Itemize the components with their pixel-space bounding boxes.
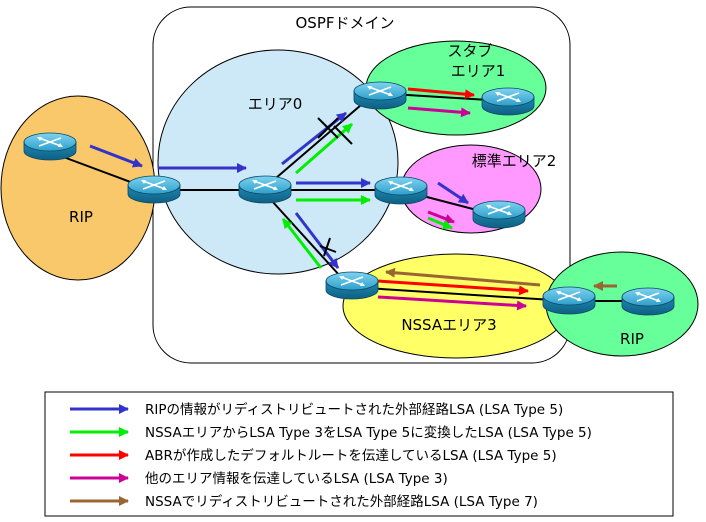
legend-text: 他のエリア情報を伝達しているLSA (LSA Type 3) xyxy=(145,471,448,487)
arrow-red-nssa xyxy=(377,279,529,296)
legend-item-blue: RIPの情報がリディストリビュートされた外部経路LSA (LSA Type 5) xyxy=(70,401,563,418)
legend-item-red: ABRが作成したデフォルトルートを伝達しているLSA (LSA Type 5) xyxy=(70,447,557,464)
legend: RIPの情報がリディストリビュートされた外部経路LSA (LSA Type 5)… xyxy=(70,401,592,510)
area0-label: エリア0 xyxy=(248,95,303,113)
legend-text: ABRが作成したデフォルトルートを伝達しているLSA (LSA Type 5) xyxy=(145,447,557,464)
rip-left-label: RIP xyxy=(69,208,93,226)
stub-area1-label-line2: エリア1 xyxy=(451,62,506,80)
legend-text: RIPの情報がリディストリビュートされた外部経路LSA (LSA Type 5) xyxy=(145,401,563,418)
router-r4 xyxy=(374,176,428,205)
nssa-area3-label: NSSAエリア3 xyxy=(401,316,496,334)
router-r6 xyxy=(481,87,535,116)
legend-item-magenta: 他のエリア情報を伝達しているLSA (LSA Type 3) xyxy=(70,471,448,487)
domain-label: OSPFドメイン xyxy=(295,14,394,32)
block-marks xyxy=(317,117,353,257)
router-rip-left xyxy=(23,132,77,161)
lsa-arrows xyxy=(89,87,617,311)
arrow-blue-area2 xyxy=(437,181,469,205)
router-r9 xyxy=(621,287,675,316)
router-r7 xyxy=(472,200,526,229)
legend-text: NSSAエリアからLSA Type 3をLSA Type 5に変換したLSA (… xyxy=(145,424,592,441)
legend-box xyxy=(44,391,674,517)
arrow-red-stub xyxy=(407,87,475,100)
nssa-area3-ellipse xyxy=(342,253,570,359)
block-mark-green-1 xyxy=(333,125,353,145)
arrow-green-area2 xyxy=(427,216,453,230)
link-r5-r8 xyxy=(349,286,569,302)
routers xyxy=(23,81,675,316)
block-mark-nssa-2 xyxy=(323,237,331,257)
legend-item-brown: NSSAでリディストリビュートされた外部経路LSA (LSA Type 7) xyxy=(70,493,538,510)
router-r5 xyxy=(325,271,379,300)
rip-right-label: RIP xyxy=(620,330,644,348)
block-mark-blue-2 xyxy=(317,117,339,139)
router-r8 xyxy=(542,286,596,315)
block-mark-nssa-1 xyxy=(319,245,337,253)
area0-ellipse xyxy=(157,49,399,275)
arrow-magenta-nssa xyxy=(377,295,527,311)
arrow-green-from-nssa xyxy=(281,218,323,269)
stub-area1-label-line1: スタブ xyxy=(447,42,492,60)
router-r2 xyxy=(238,175,292,204)
arrow-blue-to-nssa xyxy=(294,212,340,269)
arrow-green-to-stub xyxy=(295,122,353,175)
arrow-brown-nssa xyxy=(385,267,541,287)
legend-text: NSSAでリディストリビュートされた外部経路LSA (LSA Type 7) xyxy=(145,493,538,510)
link-r2-r5 xyxy=(261,189,351,288)
link-r2-r3 xyxy=(261,92,376,191)
std-area2-label: 標準エリア2 xyxy=(472,152,557,170)
arrow-magenta-stub xyxy=(407,106,471,118)
legend-item-green: NSSAエリアからLSA Type 3をLSA Type 5に変換したLSA (… xyxy=(70,424,592,441)
arrow-blue-rip xyxy=(89,144,143,168)
router-r3 xyxy=(353,81,407,110)
router-r1 xyxy=(127,175,181,204)
